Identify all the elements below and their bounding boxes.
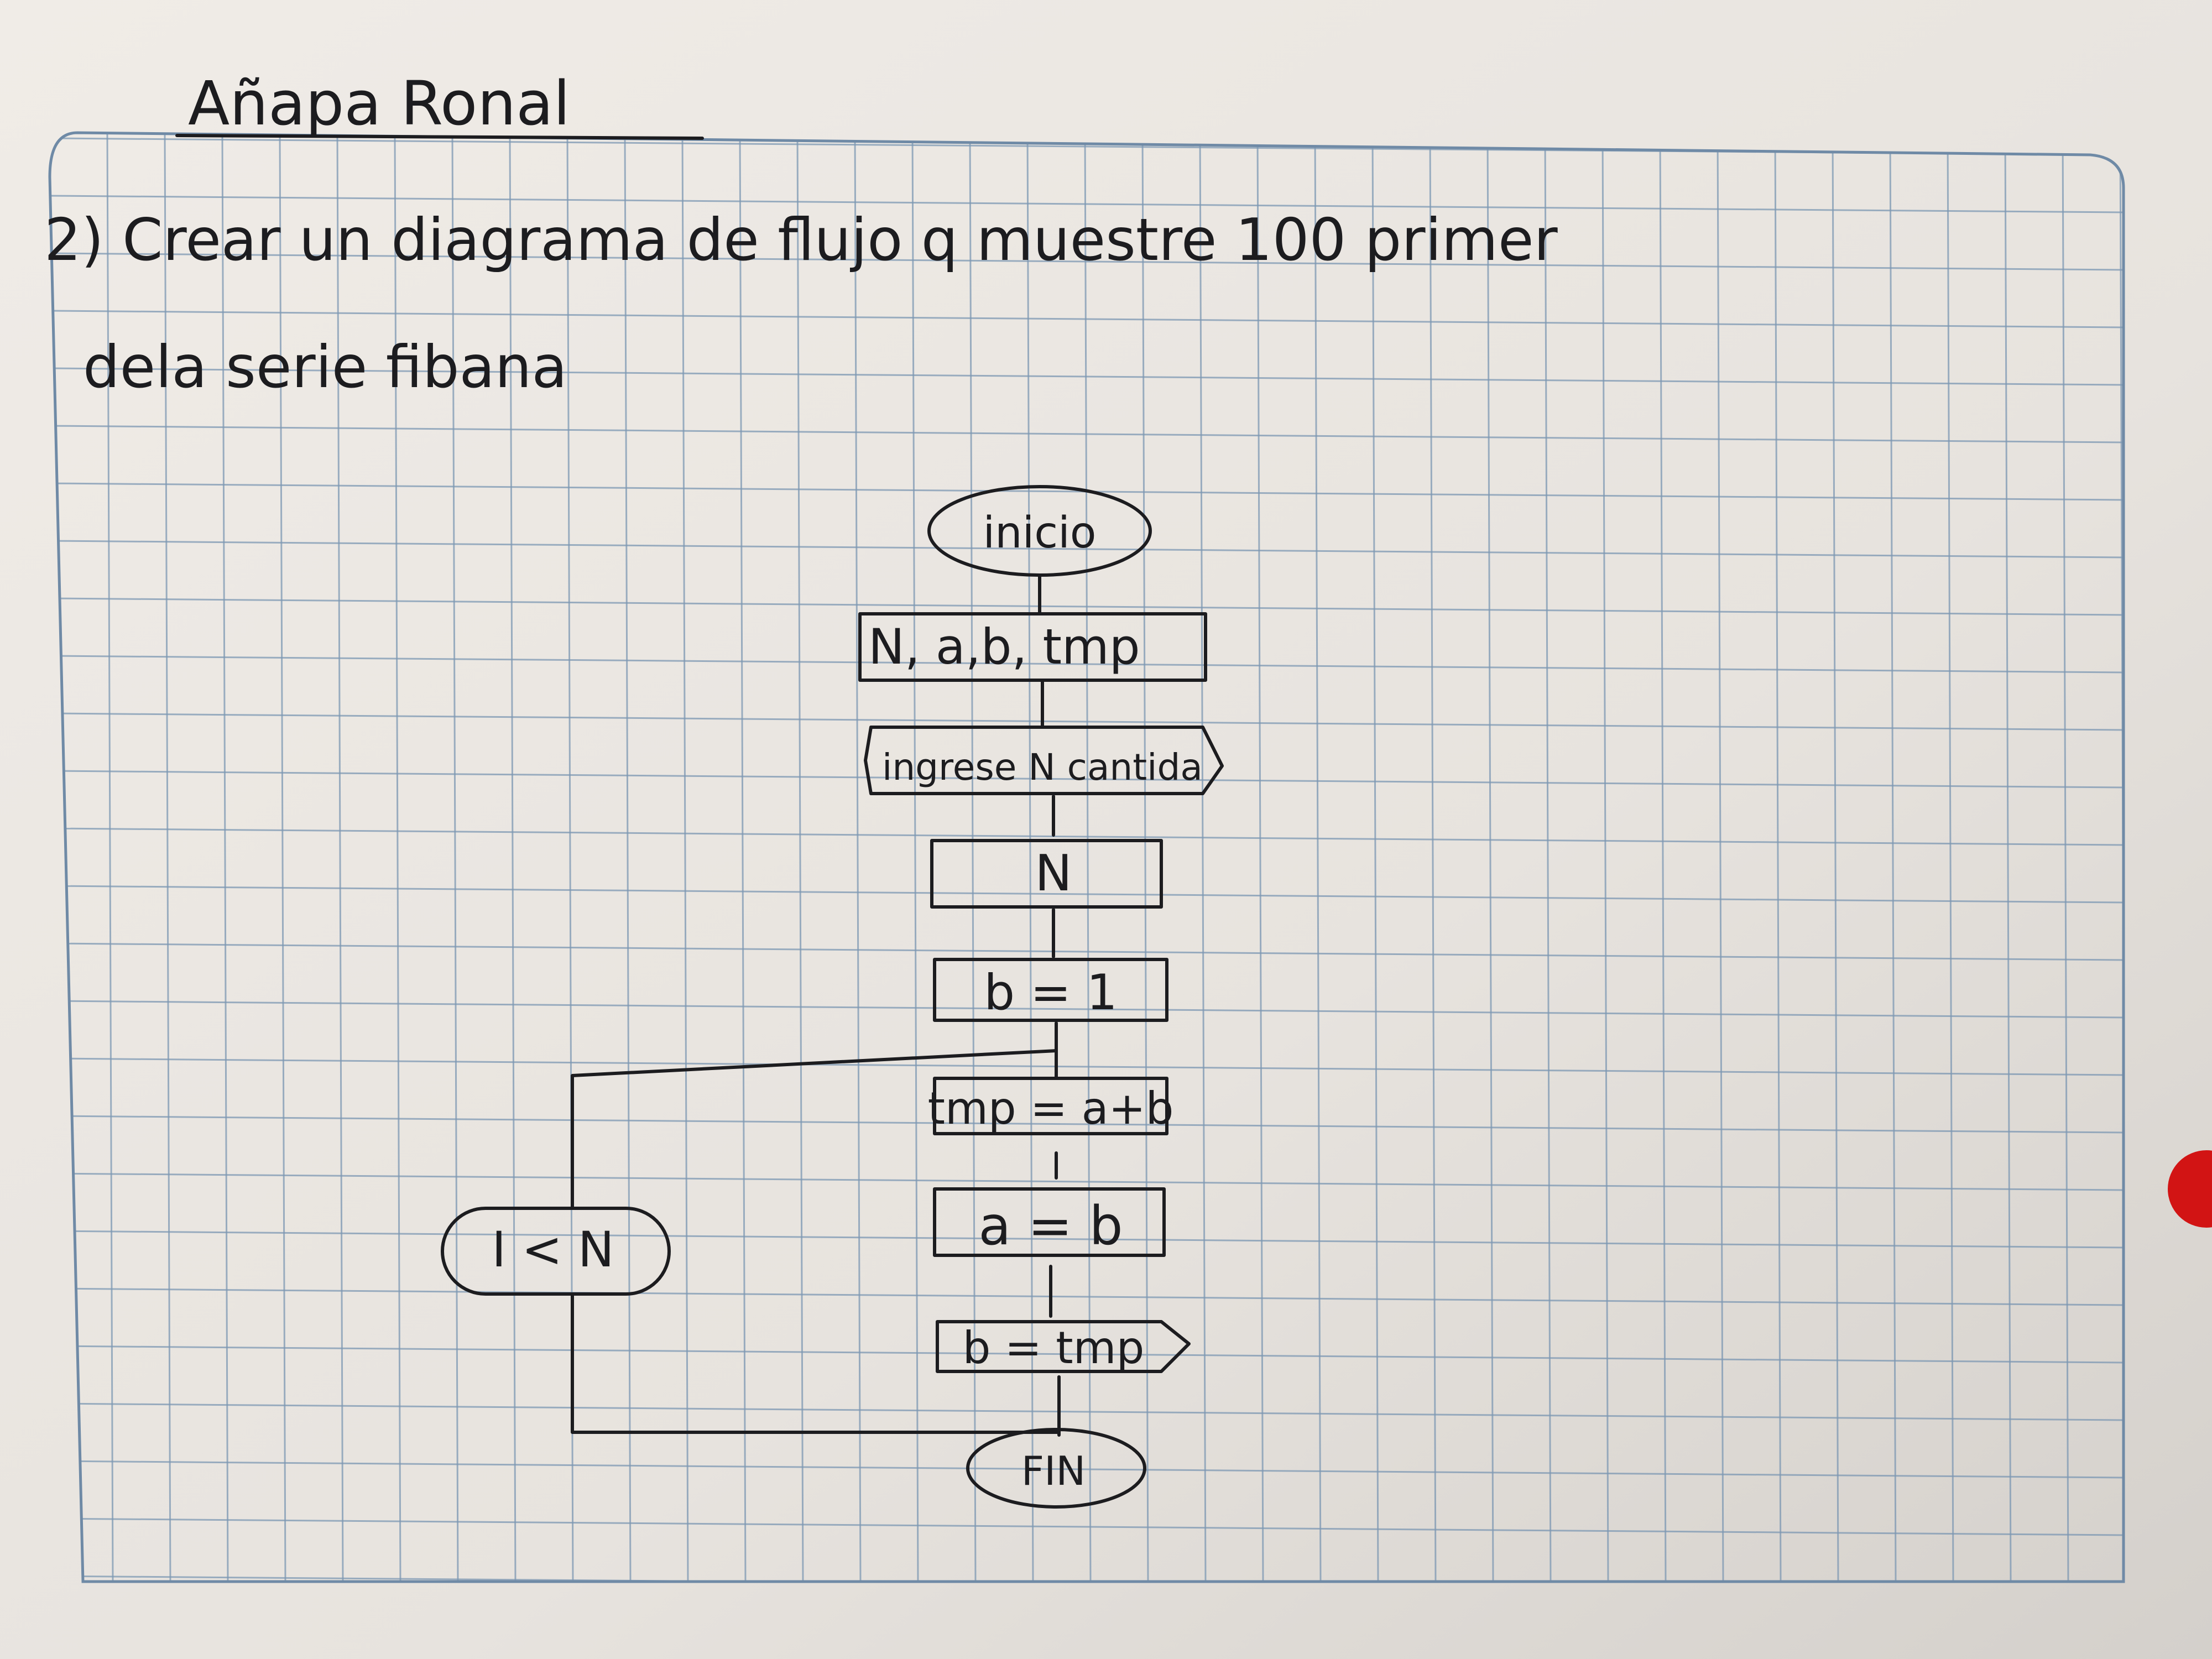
assign-a-box [933,1187,1166,1257]
grid-line-horizontal [50,1057,2124,1076]
grid-line-vertical [509,133,517,1582]
grid-line-horizontal [50,827,2124,846]
grid-line-horizontal [50,1402,2124,1421]
assign-b-label: b = 1 [984,964,1118,1021]
grid-line-horizontal [50,1575,2124,1582]
grid-line-vertical [1256,133,1264,1582]
grid-line-vertical [394,133,401,1582]
grid-line-vertical [2062,133,2069,1582]
grid-line-vertical [1659,133,1667,1582]
grid-line-vertical [624,133,632,1582]
grid-line-vertical [1601,133,1609,1582]
problem-line-1: 2) Crear un diagrama de flujo q muestre … [44,206,1558,274]
red-pin [2168,1150,2212,1228]
grid-line-vertical [336,133,344,1582]
author-name: Añapa Ronal [188,68,570,139]
grid-line-vertical [1889,133,1897,1582]
grid-line-horizontal [50,1115,2124,1134]
grid-line-horizontal [50,1345,2124,1364]
grid-line-horizontal [50,1517,2124,1536]
grid-line-vertical [1026,133,1034,1582]
assign-a-label: a = b [978,1195,1123,1257]
grid-line-vertical [1141,133,1149,1582]
assign-b-tmp-label: b = tmp [963,1322,1145,1374]
grid-line-vertical [279,133,286,1582]
end-label: FIN [1021,1448,1086,1494]
declare-label: N, a,b, tmp [868,618,1140,675]
grid-line-vertical [1774,133,1782,1582]
grid-line-horizontal [50,367,2124,386]
assign-tmp-box [933,1077,1168,1135]
grid-line-vertical [164,133,171,1582]
prompt-label: ingrese N cantida [882,746,1203,789]
grid-line-horizontal [50,1287,2124,1306]
assign-tmp-label: tmp = a+b [928,1083,1174,1134]
grid-line-horizontal [50,885,2124,904]
end-terminator [966,1428,1146,1509]
grid-line-vertical [1486,133,1494,1582]
grid-line-vertical [451,133,459,1582]
declare-box [858,612,1207,682]
grid-line-vertical [106,133,114,1582]
condition-box [441,1207,671,1296]
grid-line-vertical [1371,133,1379,1582]
start-label: inicio [983,508,1096,558]
grid-line-horizontal [50,540,2124,559]
grid-line-horizontal [50,1230,2124,1249]
grid-line-vertical [2004,133,2012,1582]
grid-border [48,131,2125,1583]
grid-line-horizontal [50,1460,2124,1479]
grid-line-horizontal [50,1000,2124,1019]
grid-line-vertical [911,133,919,1582]
grid-line-vertical [1832,133,1839,1582]
grid-line-horizontal [50,195,2124,213]
grid-line-vertical [1199,133,1207,1582]
grid-line-horizontal [50,655,2124,674]
grid-line-vertical [1717,133,1724,1582]
grid-line-vertical [1947,133,1954,1582]
condition-label: I < N [492,1221,614,1278]
grid-line-vertical [1429,133,1437,1582]
grid-line-horizontal [50,310,2124,328]
grid-line-vertical [1544,133,1552,1582]
loop-back-line [571,1049,1058,1210]
assign-b-box [933,958,1168,1022]
author-underline [175,134,704,140]
prompt-box [864,726,1224,795]
input-label: N [1035,844,1072,902]
grid-line-vertical [681,133,689,1582]
grid-line-vertical [1084,133,1092,1582]
grid-line-horizontal [50,770,2124,789]
grid-line-vertical [221,133,229,1582]
problem-line-2: dela serie fibana [83,333,567,401]
grid-line-horizontal [50,425,2124,444]
grid-paper [50,133,2124,1582]
grid-line-horizontal [50,942,2124,961]
grid-line-horizontal [50,252,2124,271]
grid-line-horizontal [50,597,2124,616]
grid-line-vertical [1314,133,1322,1582]
grid-line-vertical [969,133,977,1582]
input-box [930,839,1163,909]
grid-line-horizontal [50,1172,2124,1191]
grid-line-horizontal [50,712,2124,731]
assign-b-tmp-box [936,1320,1191,1373]
